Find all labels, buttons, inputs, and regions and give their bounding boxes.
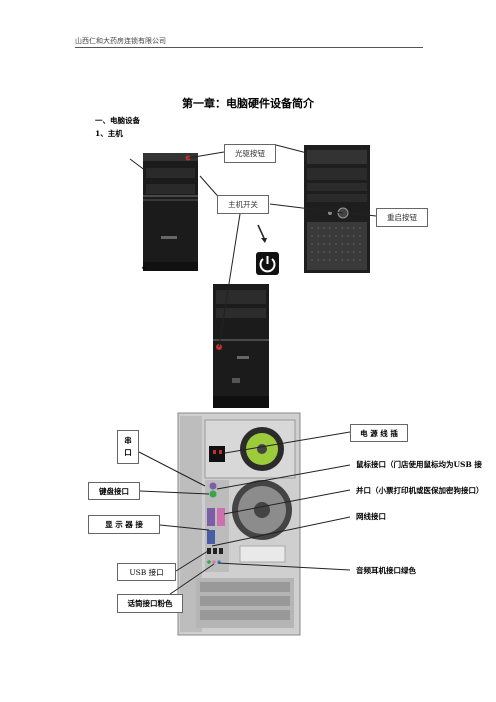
callout-reset-button: 重启按钮	[376, 208, 428, 227]
arrow-down-icon	[257, 224, 267, 243]
callout-network-port: 网线接口	[356, 512, 386, 521]
callout-mouse-port: 鼠标接口（门店使用鼠标均为USB 接	[356, 460, 482, 469]
callout-audio-port: 音频耳机接口绿色	[356, 566, 416, 575]
header-company: 山西仁和大药房连锁有限公司	[75, 37, 166, 45]
callout-usb-port: USB 接口	[117, 563, 176, 581]
callout-parallel-port: 并口（小票打印机或医保加密狗接口）	[356, 486, 484, 495]
front-tower-right-image	[304, 145, 370, 273]
subsection-heading: 1、主机	[95, 129, 123, 138]
callout-display-port: 显 示 器 接	[88, 515, 160, 534]
callout-power-socket: 电 源 线 插	[350, 424, 408, 442]
section-heading: 一、电脑设备	[95, 116, 140, 125]
rear-leader-lines	[138, 431, 351, 602]
callout-keyboard-port: 键盘接口	[88, 482, 140, 500]
callout-mic-port: 话筒接口粉色	[117, 594, 183, 613]
header-divider	[75, 47, 423, 48]
bullet-marker: •	[141, 264, 146, 273]
callout-power-switch: 主机开关	[217, 195, 269, 214]
rear-panel-image	[177, 412, 301, 636]
callout-serial-port: 串 口	[117, 430, 139, 464]
front-tower-closeup-image	[213, 284, 269, 408]
chapter-title: 第一章：电脑硬件设备简介	[182, 97, 314, 110]
power-icon	[256, 252, 279, 275]
front-tower-image	[143, 153, 198, 271]
callout-optical-button: 光驱按钮	[224, 144, 276, 163]
